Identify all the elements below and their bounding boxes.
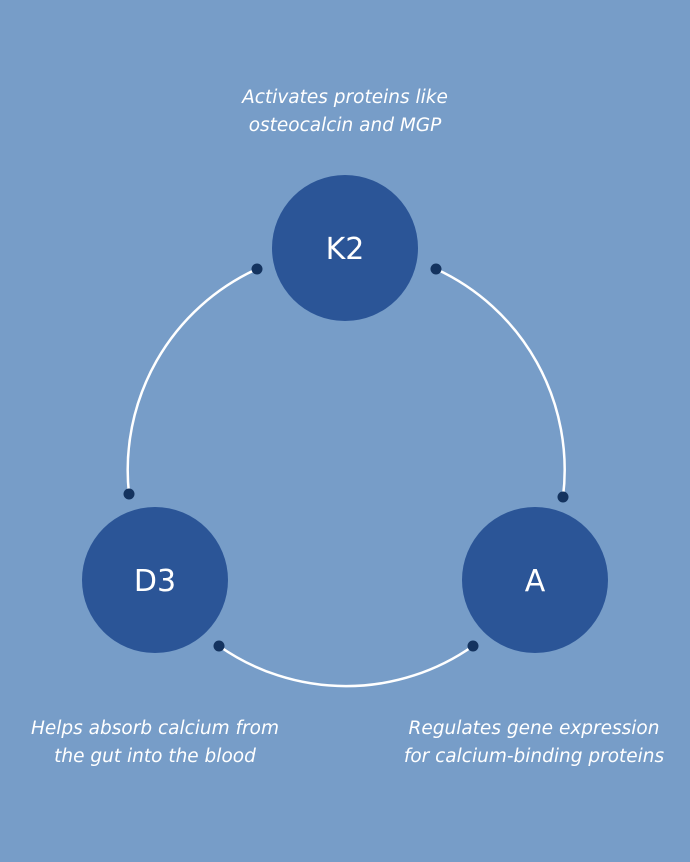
arc-end-dot (251, 263, 263, 275)
caption-d3: Helps absorb calcium from the gut into t… (5, 715, 305, 771)
arc-a-to-d3 (218, 644, 474, 688)
caption-a-line-2: for calcium-binding proteins (403, 746, 665, 767)
arc-end-dot (467, 640, 479, 652)
caption-a: Regulates gene expression for calcium-bi… (384, 715, 684, 771)
caption-a-line-1: Regulates gene expression (408, 718, 660, 739)
caption-k2-line-1: Activates proteins like (242, 87, 448, 108)
node-d3: D3 (82, 507, 228, 653)
caption-k2-line-2: osteocalcin and MGP (248, 115, 442, 136)
arc-end-dot (213, 640, 225, 652)
arc-d3-to-k2 (126, 267, 258, 495)
caption-k2: Activates proteins like osteocalcin and … (195, 84, 495, 140)
node-d3-circle (82, 507, 228, 653)
caption-d3-line-2: the gut into the blood (54, 746, 256, 767)
arc-end-dot (123, 488, 135, 500)
arc-end-dot (557, 491, 569, 503)
node-k2-label: K2 (326, 232, 365, 267)
node-a-label: A (525, 564, 546, 599)
arc-k2-to-a (435, 267, 566, 498)
caption-d3-line-1: Helps absorb calcium from (30, 718, 279, 739)
node-d3-label: D3 (134, 564, 176, 599)
node-a-circle (462, 507, 608, 653)
node-a: A (462, 507, 608, 653)
arc-end-dot (430, 263, 442, 275)
node-k2: K2 (272, 175, 418, 321)
node-k2-circle (272, 175, 418, 321)
